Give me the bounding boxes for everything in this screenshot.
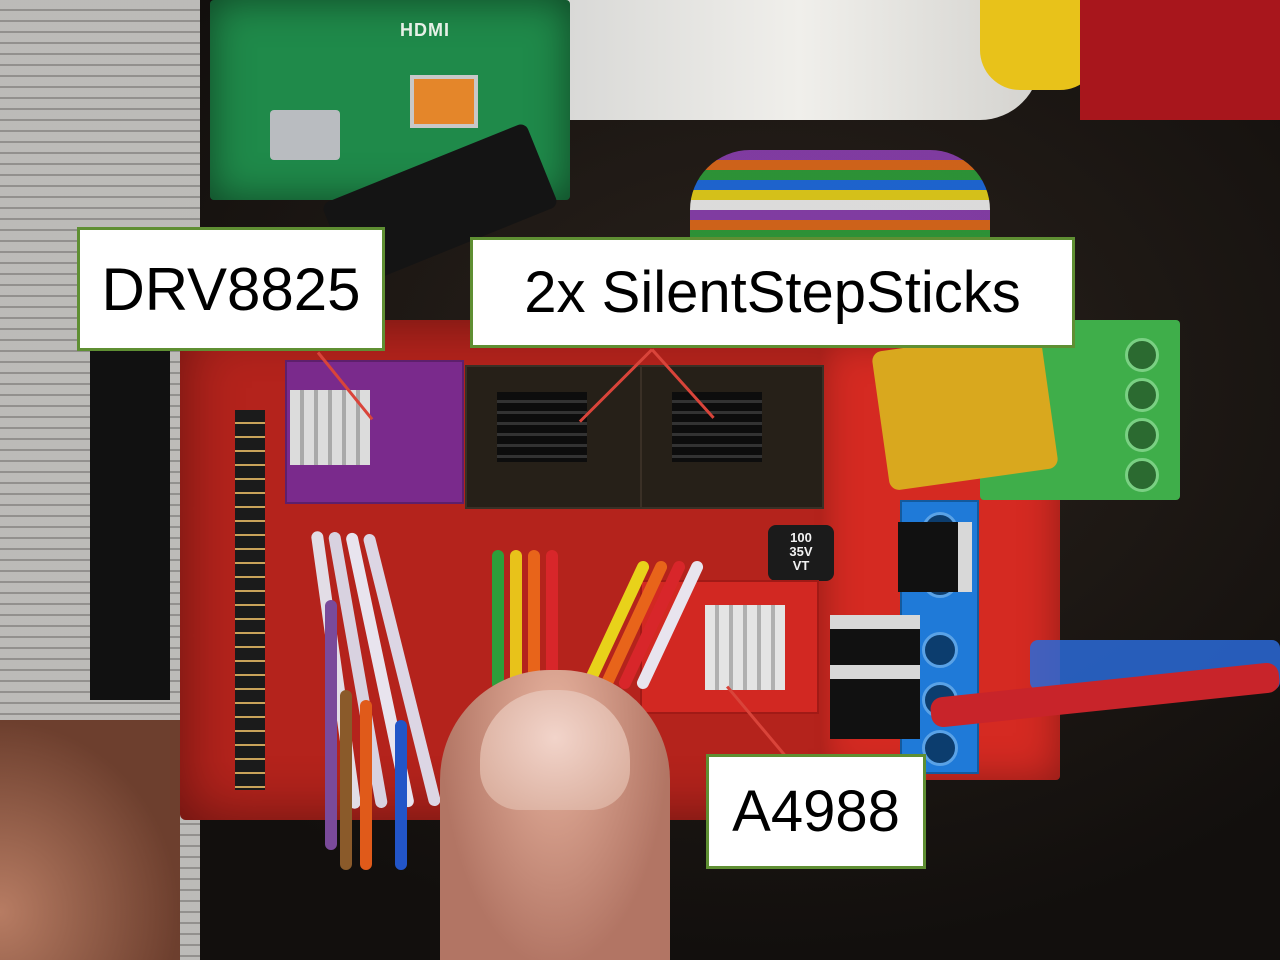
screw xyxy=(1125,418,1159,452)
wire-purple xyxy=(325,600,337,850)
wire-orange xyxy=(528,550,540,690)
label-silentstepsticks: 2x SilentStepSticks xyxy=(470,237,1075,348)
screw xyxy=(1125,378,1159,412)
wire-blue xyxy=(395,720,407,870)
pin-header xyxy=(235,410,265,790)
ribbon-connector xyxy=(90,340,170,700)
white-ribbon-cable xyxy=(560,0,1040,120)
label-drv8825-text: DRV8825 xyxy=(101,255,361,323)
screw xyxy=(1125,458,1159,492)
hdmi-silkscreen: HDMI xyxy=(400,20,450,40)
yellow-polyfuse xyxy=(871,328,1059,492)
wire-brown xyxy=(340,690,352,870)
mosfet xyxy=(898,522,972,592)
label-silentstepsticks-text: 2x SilentStepSticks xyxy=(524,260,1021,325)
label-a4988: A4988 xyxy=(706,754,926,869)
screw xyxy=(922,632,958,668)
screw xyxy=(922,730,958,766)
wire-orange xyxy=(360,700,372,870)
wire-green xyxy=(492,550,504,690)
thumbnail xyxy=(480,690,630,810)
screw xyxy=(1125,338,1159,372)
label-drv8825: DRV8825 xyxy=(77,227,385,351)
heatsink xyxy=(672,392,762,462)
a4988-heatsink xyxy=(705,605,785,690)
cap-voltage: 35V xyxy=(789,544,813,559)
mosfet xyxy=(830,665,920,739)
silentstepstick-module-2 xyxy=(640,365,824,509)
red-object xyxy=(1080,0,1280,120)
hdmi-port xyxy=(410,75,478,128)
micro-usb-port xyxy=(270,110,340,160)
cap-series: VT xyxy=(792,558,810,573)
hand xyxy=(0,720,180,960)
electrolytic-capacitor: 100 35V VT xyxy=(768,525,834,581)
cap-value: 100 xyxy=(790,530,812,545)
wire-yellow xyxy=(510,550,522,690)
label-a4988-text: A4988 xyxy=(732,779,900,844)
heatsink xyxy=(497,392,587,462)
silentstepstick-module-1 xyxy=(465,365,644,509)
wire-red xyxy=(546,550,558,690)
